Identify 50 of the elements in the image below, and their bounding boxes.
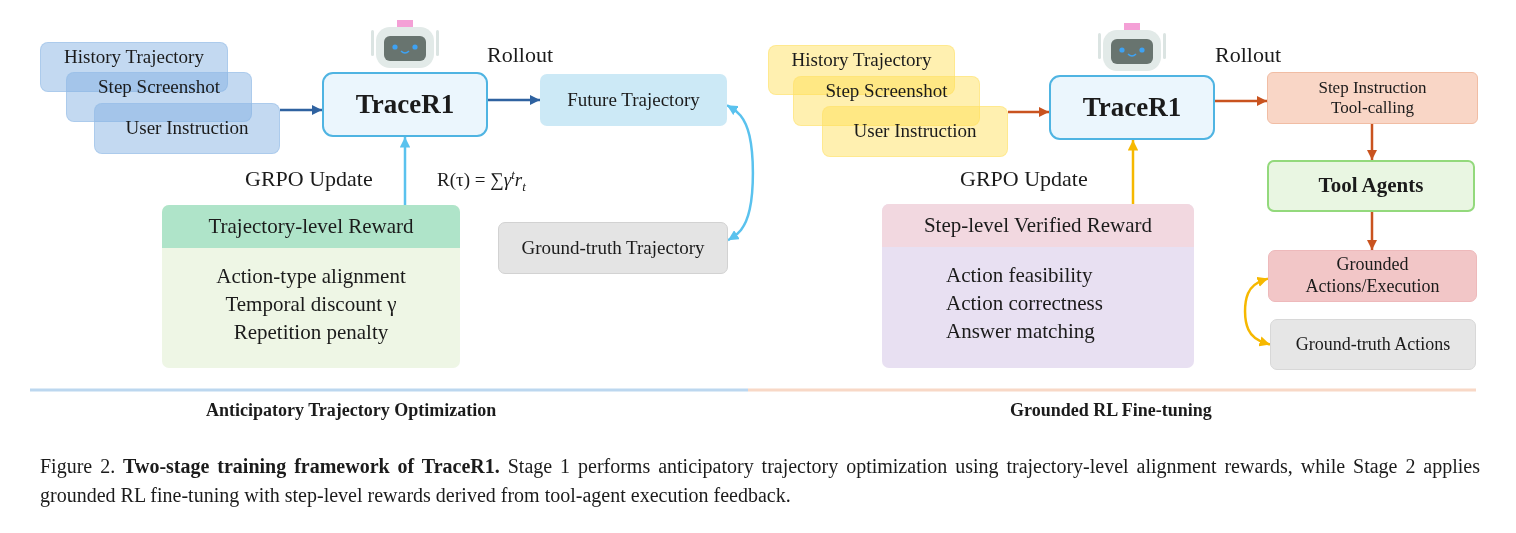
figure-caption: Figure 2. Two-stage training framework of TraceR1. Stage 1 performs anticipatory trajectory optimization using trajectory-level alignment rewards, while Stage 2 applies grounded RL fine-tuning with step-level rewards derived from tool-agent execution feedback. xyxy=(40,454,1480,509)
arrow xyxy=(1366,212,1378,250)
section-label: Anticipatory Trajectory Optimization xyxy=(206,400,497,421)
double-arrow xyxy=(1243,276,1271,347)
box-label: Step Screenshot xyxy=(98,76,220,99)
box-label: Tool Agents xyxy=(1318,173,1424,199)
box-label: TraceR1 xyxy=(1082,91,1182,124)
list-item: Repetition penalty xyxy=(233,319,389,346)
model-box xyxy=(322,72,488,137)
arrow xyxy=(280,104,322,116)
arrow xyxy=(1127,140,1139,204)
list-item: Temporal discount γ xyxy=(225,291,397,318)
reward-panel xyxy=(882,204,1194,368)
section-label: Grounded RL Fine-tuning xyxy=(1010,400,1212,421)
input-card xyxy=(822,106,1008,157)
input-card xyxy=(94,103,280,154)
panel-header: Trajectory-level Reward xyxy=(162,205,460,248)
panel-header: Step-level Verified Reward xyxy=(882,204,1194,247)
agent-box xyxy=(1267,160,1475,212)
box-label: TraceR1 xyxy=(355,88,455,121)
output-box xyxy=(1268,250,1477,302)
box-label: History Trajectory xyxy=(791,49,932,72)
arrow xyxy=(1215,95,1267,107)
output-box xyxy=(1267,72,1478,124)
arrow xyxy=(399,137,411,205)
arrow xyxy=(488,94,540,106)
formula-label: R(τ) = ∑γ$^{t}$r$_{t}$ xyxy=(437,167,526,196)
box-label: User Instruction xyxy=(853,120,977,143)
reference-box xyxy=(1270,319,1476,370)
list-item: Answer matching xyxy=(946,318,1095,345)
input-card xyxy=(793,76,980,126)
box-label: Ground-truth Trajectory xyxy=(521,236,705,260)
input-card xyxy=(66,72,252,122)
box-label: User Instruction xyxy=(125,117,249,140)
model-box xyxy=(1049,75,1215,140)
box-label: History Trajectory xyxy=(64,46,204,69)
arrow xyxy=(1008,106,1049,118)
list-item: Action correctness xyxy=(946,290,1103,317)
box-label: Step Instruction Tool-calling xyxy=(1317,77,1428,119)
box-label: Step Screenshot xyxy=(825,80,948,103)
arrow xyxy=(1366,124,1378,160)
box-label: Future Trajectory xyxy=(567,88,700,112)
list-item: Action-type alignment xyxy=(216,263,406,290)
output-box xyxy=(540,74,727,126)
box-label: Ground-truth Actions xyxy=(1295,333,1451,356)
list-item: Action feasibility xyxy=(946,262,1093,289)
reference-box xyxy=(498,222,728,274)
reward-panel xyxy=(162,205,460,368)
box-label: Grounded Actions/Execution xyxy=(1304,254,1441,298)
double-arrow xyxy=(726,104,755,242)
